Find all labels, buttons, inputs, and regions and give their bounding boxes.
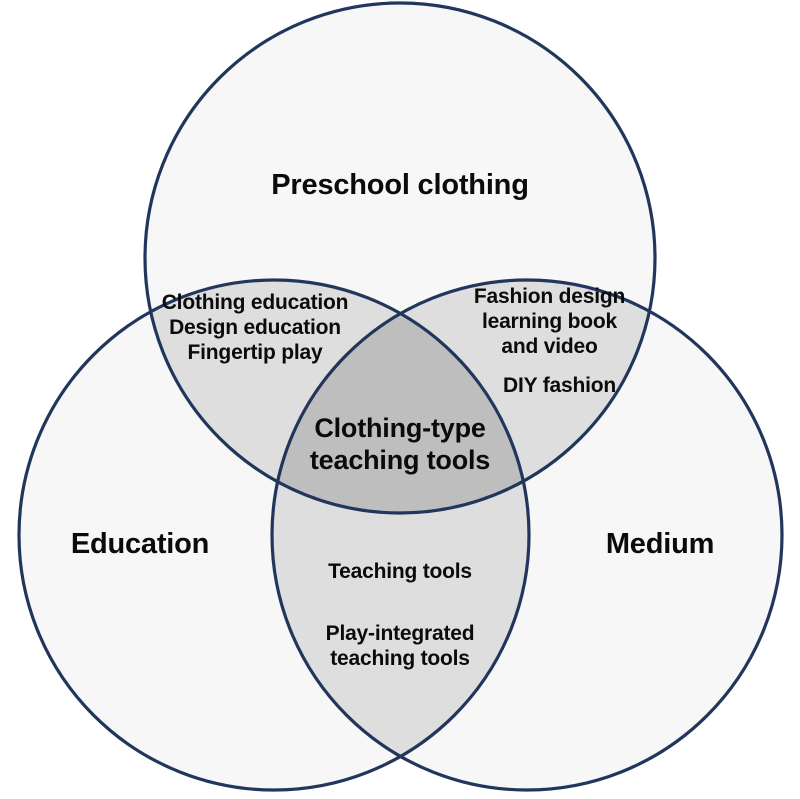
circle-outline-left <box>17 278 531 792</box>
region-label-core-clothing-type-teaching-tools: Clothing-type teaching tools <box>309 413 491 476</box>
circle-outline-top <box>143 1 657 515</box>
circle-outline-right <box>270 278 784 792</box>
region-label-preschool-medium: Fashion design learning book and video <box>473 285 626 358</box>
region-label-education-medium-secondary: Play-integrated teaching tools <box>325 622 475 670</box>
set-label-education: Education <box>70 528 210 560</box>
region-label-preschool-medium-secondary: DIY fashion <box>503 374 616 397</box>
region-label-education-medium: Teaching tools <box>328 560 472 583</box>
set-label-preschool-clothing: Preschool clothing <box>271 169 529 201</box>
region-label-preschool-education: Clothing education Design education Fing… <box>161 291 349 364</box>
set-label-medium: Medium <box>605 528 715 560</box>
overlap-core <box>272 280 529 513</box>
